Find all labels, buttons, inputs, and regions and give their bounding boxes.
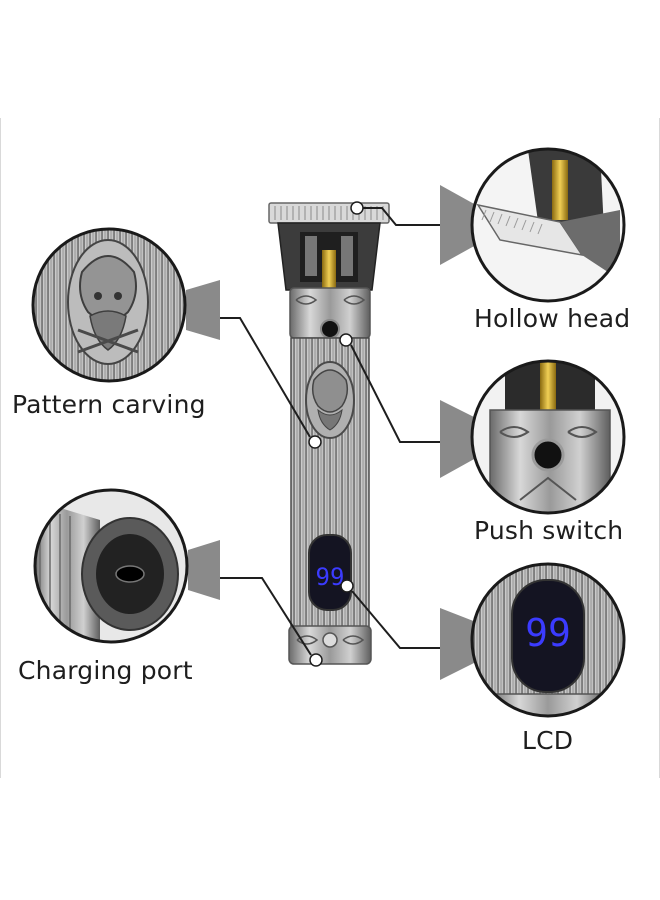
leader-hollow-head — [363, 207, 440, 226]
label-lcd: LCD — [522, 726, 574, 755]
callout-charging-port — [33, 488, 189, 644]
marker-lcd — [340, 579, 354, 593]
gold-motor-shaft — [322, 250, 336, 290]
lcd-screen — [308, 534, 352, 611]
lcd-digits: 99 — [316, 563, 345, 591]
label-hollow-head: Hollow head — [474, 304, 631, 333]
marker-hollow-head — [350, 201, 364, 215]
leader-push-switch — [350, 344, 440, 443]
frame-edge-left — [0, 118, 1, 778]
leader-charging-port — [220, 577, 312, 656]
callout-hollow-head — [470, 147, 626, 303]
marker-pattern-carving — [308, 435, 322, 449]
leader-pattern-carving — [220, 317, 311, 438]
push-switch-button — [320, 319, 340, 339]
callout-lcd: 99 — [470, 562, 626, 718]
callout-pattern-carving — [31, 227, 187, 383]
charging-port-socket — [322, 632, 338, 648]
label-push-switch: Push switch — [474, 516, 624, 545]
marker-charging-port — [309, 653, 323, 667]
label-pattern-carving: Pattern carving — [12, 390, 206, 419]
charging-port-opening — [115, 565, 145, 583]
label-charging-port: Charging port — [18, 656, 193, 685]
marker-push-switch — [339, 333, 353, 347]
leader-lcd — [351, 590, 440, 649]
lcd-callout-digits: 99 — [525, 611, 571, 655]
trimmer-body: 99 — [268, 202, 390, 665]
callout-push-switch — [470, 359, 626, 515]
